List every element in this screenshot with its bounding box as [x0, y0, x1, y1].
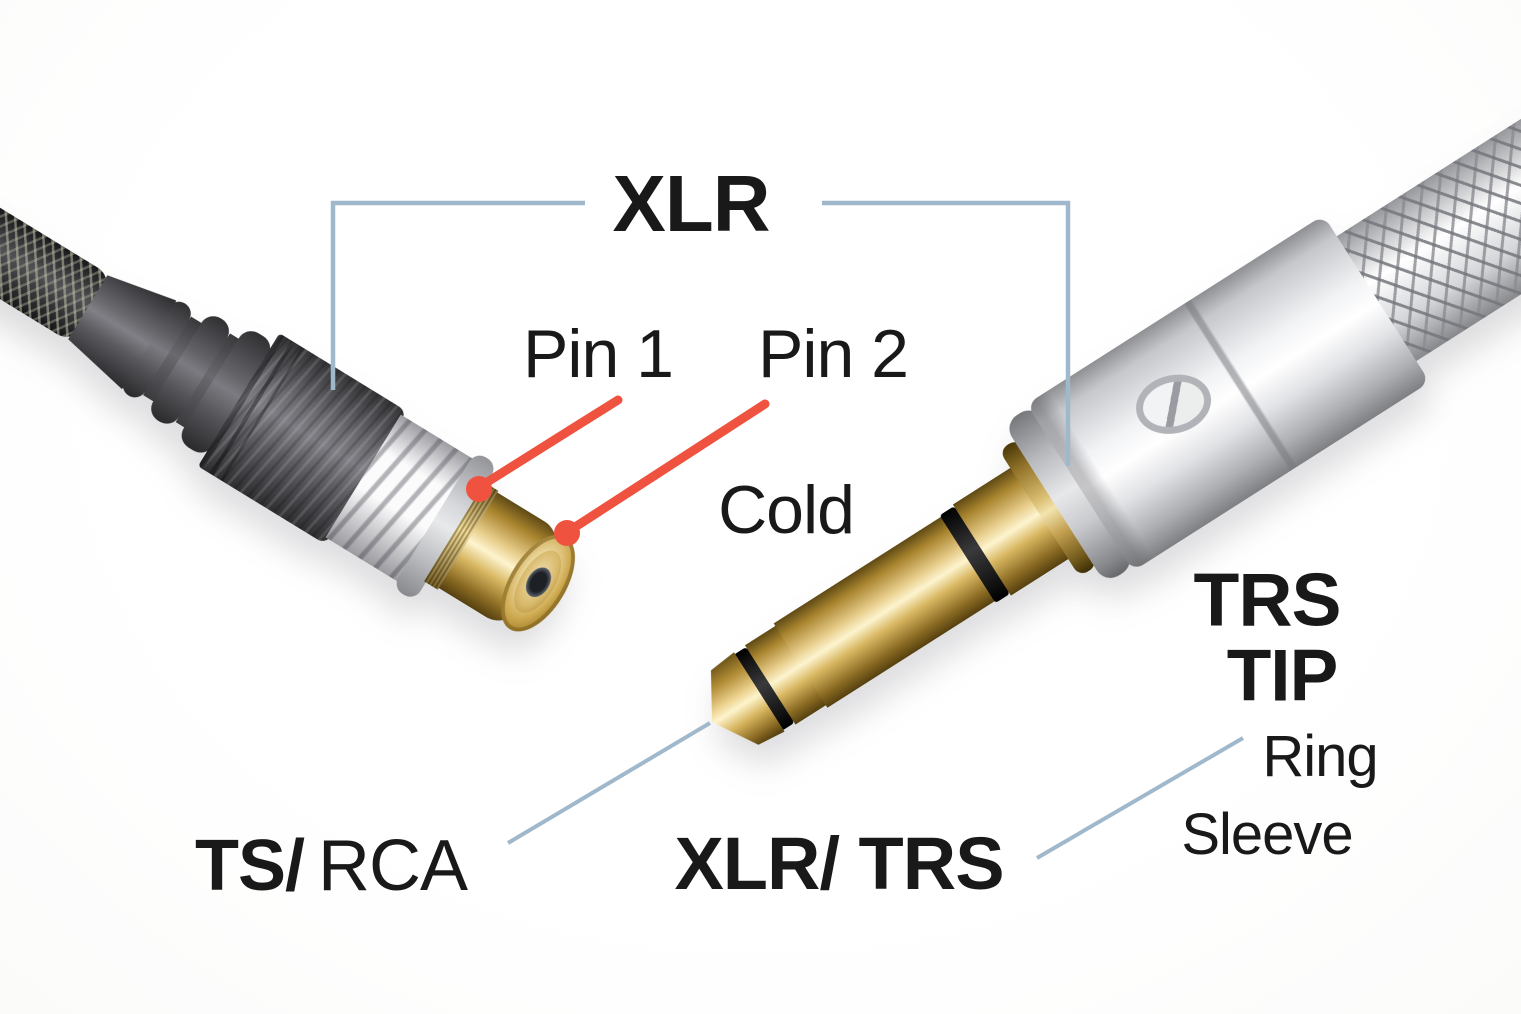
xlr-rca-connector [0, 198, 591, 644]
tip-label: TIP [1226, 635, 1339, 717]
xlr-trs-label: XLR/ TRS [674, 822, 1004, 905]
trs-label: TRS [1193, 557, 1342, 642]
screw-detail [1129, 366, 1218, 442]
pin2-label: Pin 2 [758, 316, 909, 392]
trs-plug-connector [712, 68, 1521, 722]
pin1-label: Pin 1 [523, 316, 674, 392]
xlr-label: XLR [612, 159, 771, 248]
sleeve-label: Sleeve [1181, 802, 1353, 867]
pin1-pointer-line [476, 395, 623, 491]
ts-label-bold: TS/ [194, 826, 305, 906]
rca-label: RCA [318, 826, 468, 906]
cold-label: Cold [718, 472, 855, 548]
ring-label: Ring [1262, 724, 1378, 789]
ts-rca-label: TS/ RCA [194, 826, 468, 906]
